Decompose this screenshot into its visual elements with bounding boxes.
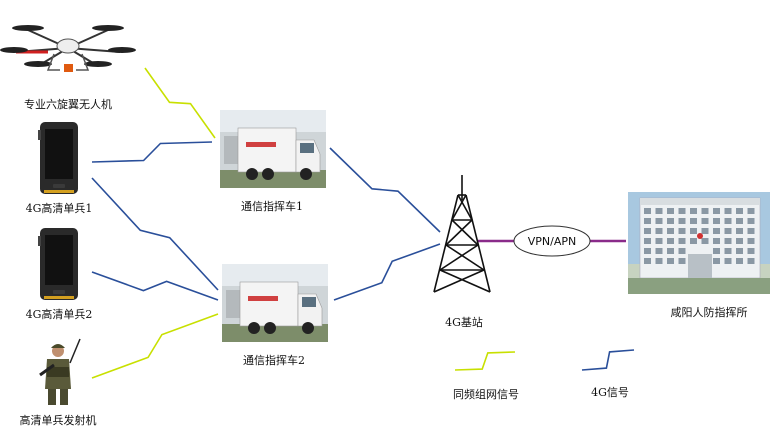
hexacopter-drone-icon — [0, 25, 136, 72]
command-building-icon — [628, 192, 770, 294]
building-label: 咸阳人防指挥所 — [670, 306, 748, 319]
rugged-phone-icon-1 — [38, 122, 78, 194]
link-drone-truck1 — [144, 67, 216, 139]
soldier-label: 高清单兵发射机 — [19, 414, 97, 427]
truck1-label: 通信指挥车1 — [241, 200, 303, 213]
vpn-link: VPN/APN — [478, 225, 626, 257]
link-truck1-tower — [329, 147, 441, 233]
link-phone1-truck1 — [91, 141, 213, 163]
vpn-label: VPN/APN — [528, 235, 576, 248]
vpn-ellipse — [513, 225, 591, 257]
command-truck-icon-1 — [220, 110, 326, 188]
phone2-label: 4G高清单兵2 — [25, 308, 93, 321]
link-phone1-truck2 — [91, 177, 219, 291]
command-truck-icon-2 — [222, 264, 328, 342]
soldier-icon — [39, 338, 81, 405]
legend-same-freq-bolt — [454, 351, 516, 371]
rugged-phone-icon-2 — [38, 228, 78, 300]
link-phone2-truck2 — [91, 271, 219, 301]
phone1-label: 4G高清单兵1 — [25, 202, 93, 215]
legend-4g-bolt — [581, 349, 635, 371]
drone-label: 专业六旋翼无人机 — [24, 98, 112, 111]
link-truck2-tower — [333, 243, 441, 301]
truck2-label: 通信指挥车2 — [243, 354, 305, 367]
legend-same-freq-label: 同频组网信号 — [453, 388, 519, 401]
tower-label: 4G基站 — [445, 316, 483, 329]
legend-4g-label: 4G信号 — [591, 386, 629, 399]
cell-tower-icon — [433, 175, 491, 293]
link-soldier-truck2 — [91, 313, 219, 379]
